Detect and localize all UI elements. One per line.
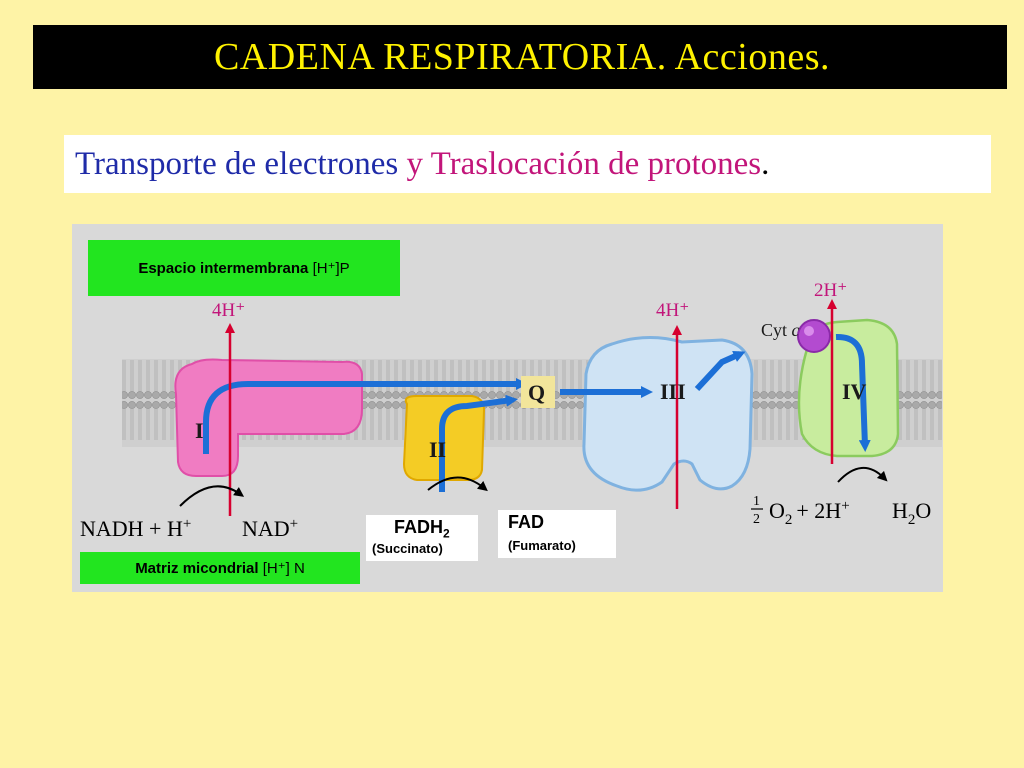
fadh2-label: FADH2 [394,517,450,541]
complex-iii-label: III [660,379,686,404]
proton-label-complex-iii: 4H⁺ [656,300,689,321]
complex-iv-label: IV [842,379,867,404]
fadh2-label-box: FADH2 (Succinato) [366,515,478,561]
subtitle-proton-translocation: y Traslocación de protones [406,145,762,182]
electron-arrow-ii-to-q [439,394,518,492]
fumarato-label: (Fumarato) [508,538,576,553]
complex-ii-label: II [429,437,446,462]
cyt-c-highlight [804,326,814,336]
subtitle-box: Transporte de electrones y Traslocación … [64,135,991,193]
complex-iv-shape [797,318,900,458]
intermembrane-space-label: Espacio intermembrana [H⁺]P [88,240,400,296]
electron-arrow-iii-to-cytc [694,350,746,392]
succinato-label: (Succinato) [372,541,443,556]
ubiquinone-label: Q [528,380,545,405]
matrix-label: Matriz micondrial [H⁺] N [80,552,360,584]
oxygen-reaction-arrow [837,467,888,483]
nadh-reaction-arrow [179,485,245,507]
half-denominator: 2 [753,512,760,527]
proton-label-complex-iv: 2H⁺ [814,280,847,301]
fad-label: FAD [508,512,544,532]
oxygen-equation: O2+ 2H+ [769,498,850,528]
electron-arrow-iv [835,333,871,452]
title-bar: CADENA RESPIRATORIA. Acciones. [33,25,1007,89]
nadh-label: NADH + H+ [80,516,191,541]
water-label: H2O [892,498,931,528]
subtitle-electron-transport: Transporte de electrones [75,145,399,182]
diagram-canvas: 4H⁺ 4H⁺ 2H⁺ I II III IV Q Cyt c NADH + H… [80,280,942,541]
complex-i-label: I [195,418,204,443]
half-numerator: 1 [753,494,760,509]
page-title: CADENA RESPIRATORIA. Acciones. [214,36,830,78]
subtitle-period: . [761,145,770,182]
proton-label-complex-i: 4H⁺ [212,300,245,321]
ubiquinone-box [521,376,555,408]
fad-label-box: FAD (Fumarato) [498,510,616,558]
respiratory-chain-diagram: 4H⁺ 4H⁺ 2H⁺ I II III IV Q Cyt c NADH + H… [72,224,943,592]
subtitle: Transporte de electrones y Traslocación … [75,146,769,183]
fadh2-reaction-arrow [427,476,488,492]
cyt-c-shape [797,319,831,353]
cyt-c-label: Cyt c [761,320,800,340]
electron-arrow-i-to-q [203,378,528,454]
nad-label: NAD+ [242,516,298,541]
